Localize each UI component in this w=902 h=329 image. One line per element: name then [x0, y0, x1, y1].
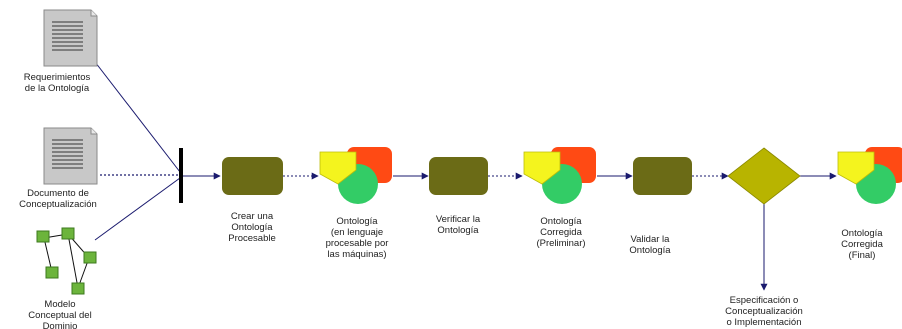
label-line: Verificar la — [435, 214, 481, 225]
label-line: Corregida — [540, 227, 582, 238]
label-line: Ontología — [437, 225, 479, 236]
label-line: Documento de — [27, 188, 89, 199]
process-verify — [429, 157, 488, 195]
label-line: Procesable — [228, 233, 276, 244]
label-decision-output: Especificación o Conceptualización o Imp… — [706, 295, 822, 329]
label-line: Requerimientos — [23, 72, 91, 83]
label-line: Ontología — [841, 228, 883, 239]
label-conceptualization-doc: Documento de Conceptualización — [4, 188, 112, 210]
label-domain-model: Modelo Conceptual del Dominio — [18, 299, 102, 329]
label-line: Ontología — [336, 216, 378, 227]
document-icon-requirements — [43, 9, 98, 67]
decision-diamond — [727, 147, 801, 205]
label-artifact-processable: Ontología (en lenguaje procesable por la… — [310, 216, 404, 260]
network-icon-domain-model — [36, 227, 97, 295]
connector-domain-model — [94, 177, 181, 241]
label-line: Conceptualización — [19, 199, 97, 210]
label-line: Conceptualización — [725, 306, 803, 317]
label-line: Crear una — [230, 211, 274, 222]
label-line: Modelo — [44, 299, 76, 310]
label-line: Conceptual del — [28, 310, 92, 321]
label-line: Ontología — [540, 216, 582, 227]
process-create — [222, 157, 283, 195]
label-step-create: Crear una Ontología Procesable — [208, 211, 296, 244]
label-requirements: Requerimientos de la Ontología — [8, 72, 106, 94]
label-line: o Implementación — [726, 317, 802, 328]
label-artifact-preliminary: Ontología Corregida (Preliminar) — [514, 216, 608, 249]
document-icon-conceptualization — [43, 127, 98, 185]
artifact-icon-preliminary — [523, 147, 596, 204]
label-line: (Preliminar) — [536, 238, 586, 249]
label-line: (Final) — [848, 250, 876, 261]
label-line: Especificación o — [729, 295, 799, 306]
label-line: procesable por — [325, 238, 389, 249]
connector-requirements — [91, 57, 181, 173]
label-line: las máquinas) — [327, 249, 387, 260]
label-line: Corregida — [841, 239, 883, 250]
label-line: Dominio — [42, 321, 78, 329]
sync-bar — [179, 148, 183, 203]
label-line: (en lenguaje — [330, 227, 384, 238]
label-artifact-final: Ontología Corregida (Final) — [824, 228, 900, 261]
label-line: Ontología — [629, 245, 671, 256]
process-validate — [633, 157, 692, 195]
label-step-verify: Verificar la Ontología — [414, 214, 502, 236]
label-line: de la Ontología — [24, 83, 90, 94]
label-line: Validar la — [630, 234, 670, 245]
label-line: Ontología — [231, 222, 273, 233]
artifact-icon-final — [837, 147, 902, 204]
label-step-validate: Validar la Ontología — [606, 234, 694, 256]
artifact-icon-processable — [319, 147, 392, 204]
